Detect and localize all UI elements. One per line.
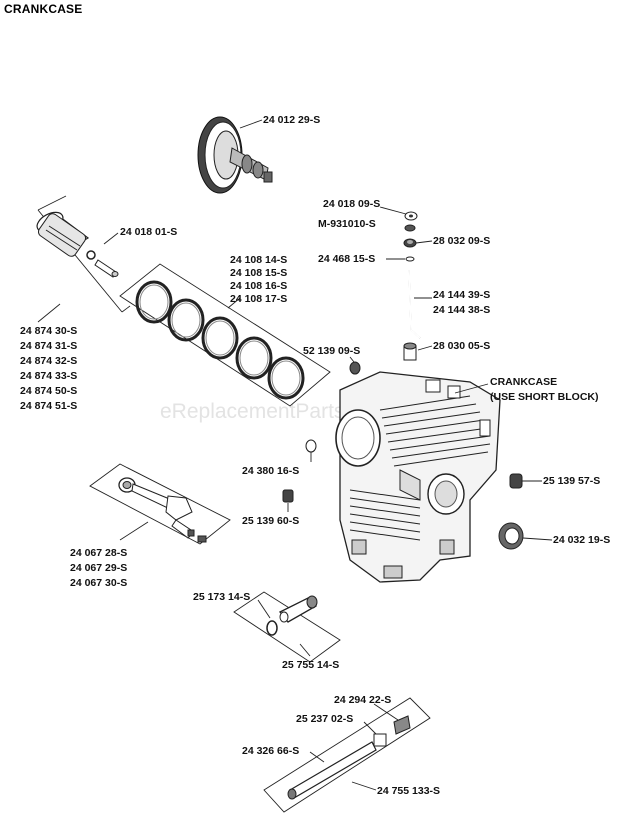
small-plug[interactable]: [349, 361, 361, 375]
label-spring: 24 468 15-S: [318, 253, 375, 265]
governor-washer[interactable]: [404, 211, 418, 221]
tube-fitting[interactable]: [393, 715, 411, 735]
label-ring-a: 24 108 14-S: [230, 254, 287, 266]
label-nut: 25 237 02-S: [296, 713, 353, 725]
filter-adapter[interactable]: [278, 595, 318, 623]
oil-tube[interactable]: [287, 741, 377, 800]
label-piston-e: 24 874 50-S: [20, 385, 77, 397]
connecting-rod[interactable]: [118, 477, 207, 543]
crankcase-block[interactable]: [335, 371, 501, 583]
label-seal-top: 28 032 09-S: [433, 235, 490, 247]
connecting-rod-frame: [89, 463, 231, 545]
governor-rod[interactable]: [408, 269, 421, 339]
leader-line: [239, 119, 263, 129]
label-piston-c: 24 874 32-S: [20, 355, 77, 367]
label-piston-b: 24 874 31-S: [20, 340, 77, 352]
oil-seal[interactable]: [498, 522, 524, 550]
label-piston-d: 24 874 33-S: [20, 370, 77, 382]
label-piston-a: 24 874 30-S: [20, 325, 77, 337]
label-filter-adapter: 25 755 14-S: [282, 659, 339, 671]
label-conrod-c: 24 067 30-S: [70, 577, 127, 589]
governor-spring[interactable]: [405, 256, 415, 262]
label-oil-seal: 24 032 19-S: [553, 534, 610, 546]
label-m-part: M-931010-S: [318, 218, 376, 230]
label-rod-b: 24 144 38-S: [433, 304, 490, 316]
label-crankcase-a: CRANKCASE: [490, 376, 557, 388]
spring-clip[interactable]: [266, 620, 278, 636]
label-dowel: 24 380 16-S: [242, 465, 299, 477]
label-plug-left: 25 139 60-S: [242, 515, 299, 527]
watermark-text: eReplacementParts.com: [160, 400, 390, 423]
tube-nut[interactable]: [373, 733, 387, 747]
label-ring-d: 24 108 17-S: [230, 293, 287, 305]
label-fitting: 24 294 22-S: [334, 694, 391, 706]
filter-adapter-frame: [233, 591, 341, 663]
pipe-plug-left[interactable]: [282, 489, 294, 503]
pipe-plug-right[interactable]: [509, 473, 523, 489]
label-conrod-b: 24 067 29-S: [70, 562, 127, 574]
piston-pin[interactable]: [94, 259, 119, 278]
page-title: CRANKCASE: [4, 2, 83, 16]
tube-assembly-frame: [263, 697, 431, 813]
camshaft-gear[interactable]: [197, 116, 273, 194]
label-conrod-a: 24 067 28-S: [70, 547, 127, 559]
dowel-pin[interactable]: [305, 439, 317, 453]
label-washer-top: 24 018 09-S: [323, 198, 380, 210]
label-crankcase-b: (USE SHORT BLOCK): [490, 391, 599, 403]
label-bushing: 28 030 05-S: [433, 340, 490, 352]
label-piston-f: 24 874 51-S: [20, 400, 77, 412]
m-part-washer[interactable]: [404, 224, 416, 232]
piston-ring-set[interactable]: [135, 280, 305, 400]
label-tube: 24 326 66-S: [242, 745, 299, 757]
piston[interactable]: [34, 208, 90, 258]
bushing[interactable]: [403, 342, 417, 361]
piston-ring-set-frame: [119, 263, 331, 407]
label-ring-c: 24 108 16-S: [230, 280, 287, 292]
label-plug-right: 25 139 57-S: [543, 475, 600, 487]
label-ring-b: 24 108 15-S: [230, 267, 287, 279]
top-seal[interactable]: [403, 238, 417, 248]
piston-pin-clip[interactable]: [86, 250, 96, 260]
label-clip: 25 173 14-S: [193, 591, 250, 603]
label-tube-assy: 24 755 133-S: [377, 785, 440, 797]
label-piston-pin: 24 018 01-S: [120, 226, 177, 238]
label-rod-a: 24 144 39-S: [433, 289, 490, 301]
label-camshaft: 24 012 29-S: [263, 114, 320, 126]
label-plug-small: 52 139 09-S: [303, 345, 360, 357]
